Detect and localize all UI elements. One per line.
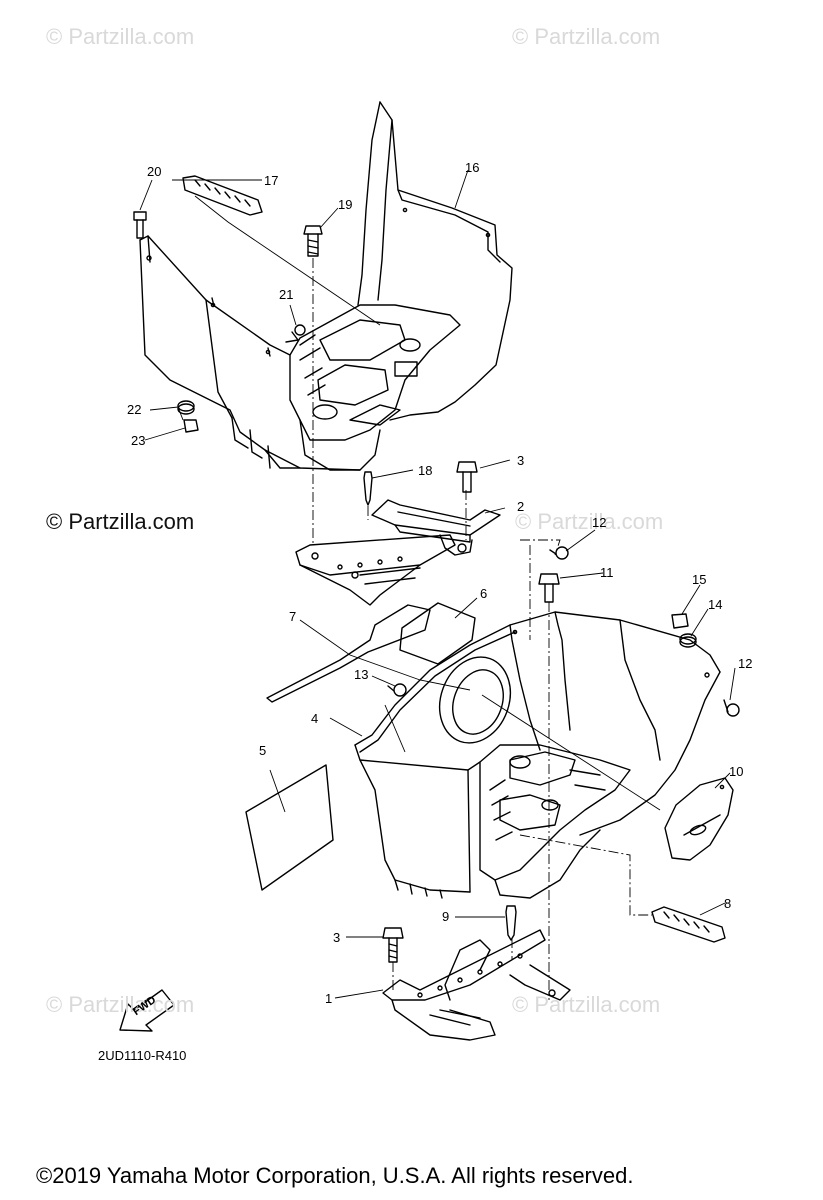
- bolt-19: [303, 225, 323, 257]
- bracket-upper-left: [295, 534, 456, 606]
- bolt-12-right: [723, 699, 740, 717]
- footrest-pad-upper: [182, 175, 263, 216]
- washer-22: [177, 400, 195, 415]
- watermark: © Partzilla.com: [512, 24, 661, 49]
- bolt-21: [285, 324, 306, 343]
- panel-7: [266, 604, 431, 703]
- callout-3-lower: 3: [333, 930, 341, 945]
- callout-19: 19: [338, 197, 353, 212]
- alignment-lines: [312, 258, 652, 1000]
- callout-3: 3: [517, 453, 525, 468]
- rivet-18: [363, 471, 373, 506]
- panel-5: [245, 764, 334, 891]
- callout-4: 4: [311, 711, 319, 726]
- panel-6: [399, 602, 476, 665]
- bolt-3-lower: [382, 927, 404, 963]
- watermark: © Partzilla.com: [515, 509, 664, 534]
- rivet-9: [505, 905, 517, 941]
- lower-footrest-stand: [354, 611, 721, 899]
- cover-10: [664, 777, 734, 861]
- callout-2: 2: [517, 499, 525, 514]
- callout-23: 23: [131, 433, 146, 448]
- callout-6: 6: [480, 586, 488, 601]
- callout-22: 22: [127, 402, 142, 417]
- bracket-2: [371, 499, 501, 556]
- callout-21: 21: [279, 287, 294, 302]
- leader-lines: [139, 169, 736, 999]
- nut-23: [183, 419, 199, 433]
- callout-15: 15: [692, 572, 707, 587]
- bolt-20: [133, 211, 147, 239]
- callout-5: 5: [259, 743, 267, 758]
- callout-9: 9: [442, 909, 450, 924]
- copyright-notice: ©2019 Yamaha Motor Corporation, U.S.A. A…: [36, 1163, 634, 1188]
- watermark: © Partzilla.com: [512, 992, 661, 1017]
- callout-20: 20: [147, 164, 162, 179]
- upper-footrest-stand: [139, 101, 513, 471]
- bolt-13: [387, 683, 407, 697]
- callout-11: 11: [600, 565, 614, 580]
- callout-16: 16: [465, 160, 480, 175]
- callout-10: 10: [729, 764, 744, 779]
- callout-1: 1: [325, 991, 333, 1006]
- fwd-arrow: [119, 989, 175, 1032]
- main-watermark: © Partzilla.com: [46, 509, 195, 534]
- callout-18: 18: [418, 463, 433, 478]
- washer-14: [679, 633, 697, 648]
- footrest-pad-lower: [651, 906, 726, 943]
- callout-13: 13: [354, 667, 369, 682]
- bolt-12-top: [549, 546, 569, 560]
- callout-14: 14: [708, 597, 723, 612]
- callout-7: 7: [289, 609, 297, 624]
- watermark: © Partzilla.com: [46, 24, 195, 49]
- callout-17: 17: [264, 173, 279, 188]
- callout-8: 8: [724, 896, 732, 911]
- callout-12-right: 12: [738, 656, 753, 671]
- bolt-3-upper: [456, 461, 478, 493]
- nut-15: [671, 613, 689, 629]
- watermark: © Partzilla.com: [46, 992, 195, 1017]
- diagram-code: 2UD1110-R410: [98, 1048, 187, 1063]
- callout-12: 12: [592, 515, 607, 530]
- bracket-1: [382, 929, 571, 1041]
- bolt-11: [538, 573, 560, 603]
